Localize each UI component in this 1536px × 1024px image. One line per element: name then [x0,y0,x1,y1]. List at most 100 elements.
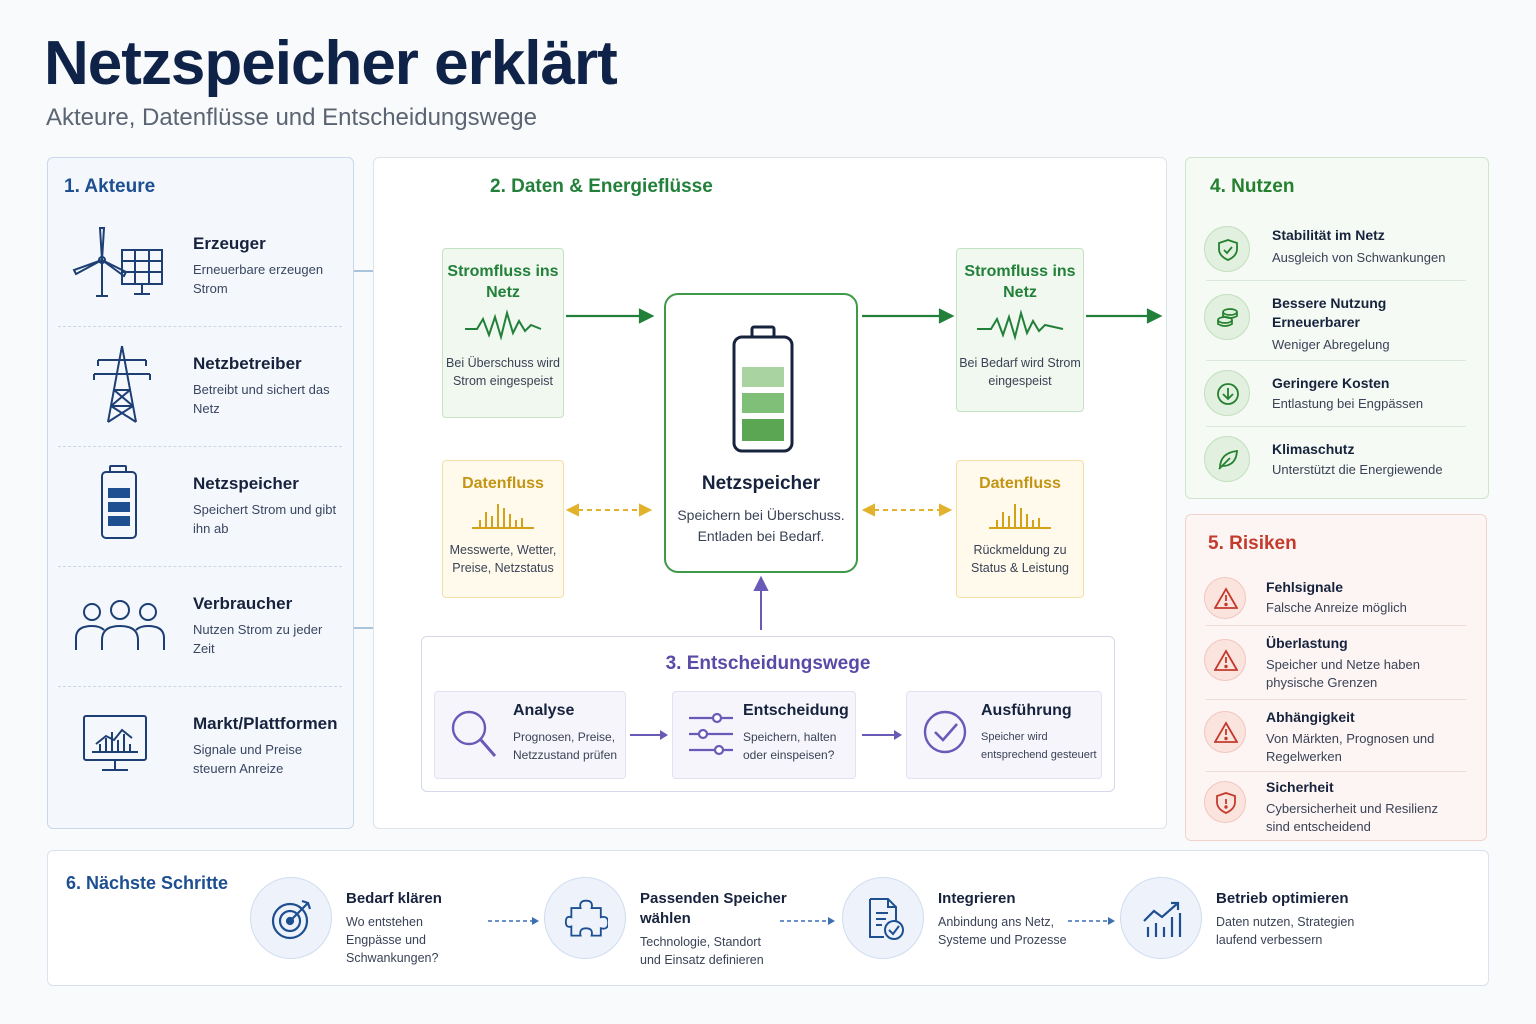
warning-icon [1204,711,1246,753]
actor-name: Netzspeicher [193,474,299,493]
divider [1206,426,1466,427]
step-arrow [862,730,902,740]
actor-item: Markt/Plattformen Signale und Preise ste… [56,704,346,824]
benefit-desc: Unterstützt die Energiewende [1272,462,1443,477]
card-desc: Bei Überschuss wird Strom eingespeist [446,356,560,388]
magnifier-icon [451,710,497,757]
risk-name: Sicherheit [1266,779,1334,795]
shield-check-icon [1204,226,1250,272]
warning-icon [1204,577,1246,619]
step-arrow [488,917,539,925]
risk-name: Abhängigkeit [1266,709,1355,725]
divider [58,446,342,447]
benefit-name: Bessere Nutzung Erneuerbarer [1272,295,1387,330]
actor-desc: Speichert Strom und gibt ihn ab [193,502,337,536]
data-flow-in-card: Datenfluss Messwerte, Wetter, Preise, Ne… [442,460,564,598]
card-title: Stromfluss ins Netz [447,263,559,301]
benefit-desc: Weniger Abregelung [1272,337,1390,352]
risk-name: Überlastung [1266,635,1348,651]
benefit-name: Klimaschutz [1272,441,1355,457]
actor-name: Verbraucher [193,594,293,613]
benefit-desc: Ausgleich von Schwankungen [1272,250,1446,265]
divider [1206,280,1466,281]
risk-desc: Von Märkten, Prognosen und Regelwerken [1266,731,1435,764]
benefit-name: Stabilität im Netz [1272,227,1385,243]
actors-title: 1. Akteure [64,176,156,197]
actors-panel: 1. Akteure Erzeuger Erneuerbare erzeugen… [47,157,354,829]
actor-name: Erzeuger [193,234,266,253]
card-title: Datenfluss [462,475,544,492]
actor-item: Netzspeicher Speichert Strom und gibt ih… [56,464,346,584]
step-desc: Speichern, halten oder einspeisen? [743,730,837,762]
power-wave-icon [977,309,1064,341]
flows-title: 2. Daten & Energieflüsse [490,176,713,197]
next-step-name: Bedarf klären [346,890,442,907]
next-step-desc: Daten nutzen, Strategien laufend verbess… [1216,915,1355,947]
center-desc-line: Speichern bei Überschuss. [677,507,845,523]
decision-panel: 3. Entscheidungswege Analyse Prognosen, … [421,636,1115,792]
page-title: Netzspeicher erklärt [44,29,618,98]
leaf-icon [1204,436,1250,482]
power-pylon-icon [93,345,151,423]
actor-item: Verbraucher Nutzen Strom zu jeder Zeit [56,584,346,704]
divider [58,566,342,567]
actor-desc: Nutzen Strom zu jeder Zeit [193,622,323,656]
decision-step: Ausführung Speicher wird entsprechend ge… [906,691,1102,779]
actor-name: Netzbetreiber [193,354,302,373]
risk-name: Fehlsignale [1266,579,1344,595]
battery-icon [101,465,137,539]
sliders-icon [689,712,733,756]
divider [1206,360,1466,361]
card-desc: Messwerte, Wetter, Preise, Netzstatus [449,543,557,575]
step-arrow [1068,917,1115,925]
step-name: Entscheidung [743,702,849,719]
coins-icon [1204,294,1250,340]
benefit-name: Geringere Kosten [1272,375,1390,391]
data-bars-icon [472,504,534,529]
benefit-desc: Entlastung bei Engpässen [1272,396,1424,411]
actor-desc: Betreibt und sichert das Netz [193,382,330,416]
power-wave-icon [465,309,542,341]
data-flow-out-card: Datenfluss Rückmeldung zu Status & Leist… [956,460,1084,598]
card-desc: Rückmeldung zu Status & Leistung [971,543,1069,575]
arrow-down-circle-icon [1204,370,1250,416]
growth-chart-icon [1120,877,1202,959]
divider [58,686,342,687]
risk-desc: Speicher und Netze haben physische Grenz… [1266,657,1420,690]
power-flow-in-card: Stromfluss ins Netz Bei Überschuss wird … [442,248,564,418]
divider [58,326,342,327]
step-arrow [780,917,835,925]
benefits-panel: 4. Nutzen Stabilität im Netz Ausgleich v… [1185,157,1489,499]
actor-name: Markt/Plattformen [193,714,338,733]
risk-desc: Falsche Anreize möglich [1266,600,1407,615]
battery-icon [732,325,794,453]
center-desc: Speichern bei Überschuss. Entladen bei B… [666,505,856,547]
step-arrow [630,730,668,740]
step-desc: Speicher wird entsprechend gesteuert [981,731,1097,761]
actor-desc: Erneuerbare erzeugen Strom [193,262,324,296]
risks-title: 5. Risiken [1208,533,1297,554]
divider [1206,625,1466,626]
shield-alert-icon [1204,781,1246,823]
center-name: Netzspeicher [701,473,821,494]
card-desc: Bei Bedarf wird Strom eingespeist [959,356,1081,388]
risk-desc: Cybersicherheit und Resilienz sind entsc… [1266,801,1438,834]
step-name: Ausführung [981,702,1072,719]
target-icon [250,877,332,959]
card-title: Stromfluss ins Netz [964,263,1076,301]
decision-title: 3. Entscheidungswege [665,653,871,674]
storage-center-node: Netzspeicher Speichern bei Überschuss. E… [664,293,858,573]
decision-step: Entscheidung Speichern, halten oder eins… [672,691,856,779]
data-bars-icon [989,504,1051,529]
step-name: Analyse [513,702,575,719]
center-desc-line: Entladen bei Bedarf. [697,528,825,544]
check-circle-icon [923,710,967,754]
divider [1206,771,1466,772]
next-steps-title: 6. Nächste Schritte [66,873,229,893]
next-step-desc: Wo entstehen Engpässe und Schwankungen? [346,915,439,965]
people-icon [75,600,165,650]
card-title: Datenfluss [979,475,1061,492]
document-check-icon [842,877,924,959]
next-step-desc: Technologie, Standort und Einsatz defini… [640,935,764,967]
next-step-name: Betrieb optimieren [1216,890,1349,907]
